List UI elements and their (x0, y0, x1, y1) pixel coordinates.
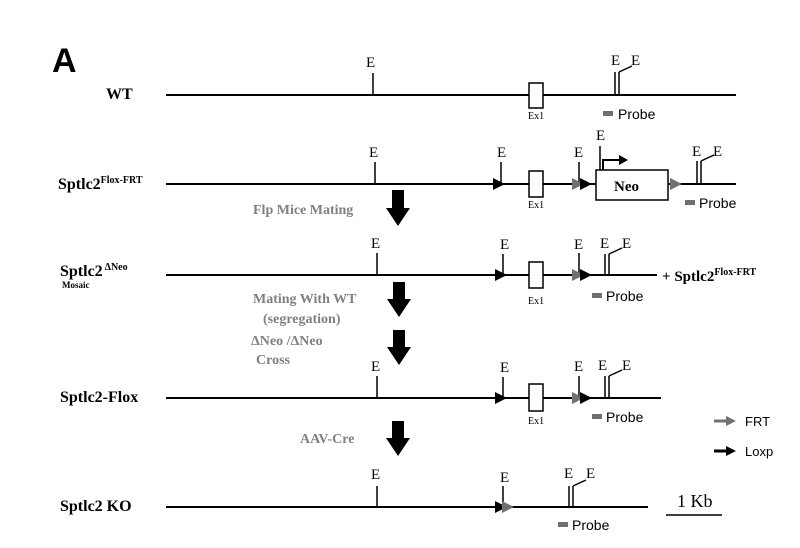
ecori-label: E (600, 236, 609, 252)
ecori-label: E (622, 236, 631, 252)
exon1-label: Ex1 (528, 296, 544, 307)
step-arrow-icon (387, 282, 411, 317)
loxp-legend-head-icon (726, 446, 736, 456)
promoter-arrowhead-icon (619, 155, 628, 165)
aav-cre-step: AAV-Cre (300, 432, 354, 447)
ecori-label: E (366, 55, 375, 71)
mating-step-line1: Mating With WT (253, 292, 357, 307)
probe-mark (603, 111, 613, 116)
loxp-legend-label: Loxp (745, 444, 773, 459)
step-arrow-icon (387, 330, 411, 365)
exon1-box (528, 261, 544, 289)
ecori-site-flag (608, 369, 623, 377)
exon1-label: Ex1 (528, 416, 544, 427)
ecori-site-flag (572, 479, 587, 487)
ecori-label: E (371, 359, 380, 375)
frt-site (502, 501, 514, 513)
ecori-site-flag (618, 65, 633, 73)
ecori-label: E (371, 236, 380, 252)
ecori-label: E (500, 360, 509, 376)
ecori-label: E (500, 470, 509, 486)
exon1-label: Ex1 (528, 111, 544, 122)
ecori-label: E (596, 128, 605, 144)
ecori-label: E (500, 237, 509, 253)
flp-mating-step: Flp Mice Mating (253, 203, 353, 218)
ecori-label: E (611, 53, 620, 69)
probe-mark (685, 200, 695, 205)
probe-label: Probe (572, 517, 610, 533)
probe-label: Probe (699, 195, 737, 211)
step-arrow-icon (386, 190, 410, 226)
probe-mark (592, 293, 602, 298)
frt-site (572, 269, 584, 281)
dneo-sub-label: Mosaic (62, 280, 90, 290)
loxp-site (580, 392, 592, 404)
frt-legend-label: FRT (745, 414, 770, 429)
flox-label: Sptlc2-Flox (60, 389, 138, 406)
plus-flox-frt-label: + Sptlc2Flox-FRT (662, 267, 757, 285)
ecori-label: E (692, 144, 701, 160)
probe-label: Probe (618, 106, 656, 122)
ko-label: Sptlc2 KO (60, 498, 132, 515)
loxp-site (495, 501, 507, 513)
loxp-site (580, 269, 592, 281)
exon1-label: Ex1 (528, 200, 544, 211)
ecori-label: E (713, 144, 722, 160)
ecori-site-flag (700, 154, 715, 162)
step-arrow-icon (386, 421, 410, 456)
ecori-site-flag (608, 247, 623, 255)
ecori-label: E (497, 145, 506, 161)
flox-allele: Sptlc2-Flox E E Ex1 E E E Probe (60, 358, 661, 427)
ko-allele: Sptlc2 KO E E E E Probe (60, 466, 648, 533)
ecori-label: E (574, 145, 583, 161)
loxp-site (495, 392, 507, 404)
frt-site (572, 178, 584, 190)
probe-label: Probe (606, 288, 644, 304)
ecori-label: E (631, 53, 640, 69)
legend: FRT Loxp (714, 414, 773, 459)
frt-site (670, 178, 682, 190)
ecori-label: E (574, 237, 583, 253)
exon1-box (528, 170, 544, 198)
promoter-arrow-icon (602, 159, 620, 170)
cross-step-line2: Cross (256, 353, 291, 368)
scale-label: 1 Kb (677, 491, 713, 511)
neo-cassette (595, 169, 669, 201)
wt-label: WT (106, 86, 133, 103)
ecori-label: E (371, 467, 380, 483)
probe-mark (558, 522, 568, 527)
mating-step-line2: (segregation) (263, 312, 341, 327)
ecori-label: E (369, 145, 378, 161)
neo-label: Neo (614, 179, 639, 195)
loxp-site (493, 178, 505, 190)
ecori-label: E (564, 466, 573, 482)
wt-allele: WT E Ex1 E E Probe (106, 53, 736, 122)
cross-step-line1: ΔNeo /ΔNeo (251, 334, 323, 349)
loxp-site (580, 178, 592, 190)
ecori-label: E (622, 358, 631, 374)
probe-label: Probe (606, 409, 644, 425)
flox-frt-label: Sptlc2Flox-FRT (58, 175, 143, 193)
probe-mark (592, 414, 602, 419)
ecori-label: E (586, 466, 595, 482)
exon1-box (528, 82, 544, 109)
exon1-box (528, 383, 544, 412)
flox-frt-allele: Sptlc2Flox-FRT E E Ex1 E E Neo E E Probe (58, 128, 737, 211)
loxp-site (495, 269, 507, 281)
frt-legend-head-icon (726, 416, 736, 426)
frt-site (572, 392, 584, 404)
ecori-label: E (598, 358, 607, 374)
panel-letter: A (52, 42, 77, 80)
ecori-label: E (574, 359, 583, 375)
